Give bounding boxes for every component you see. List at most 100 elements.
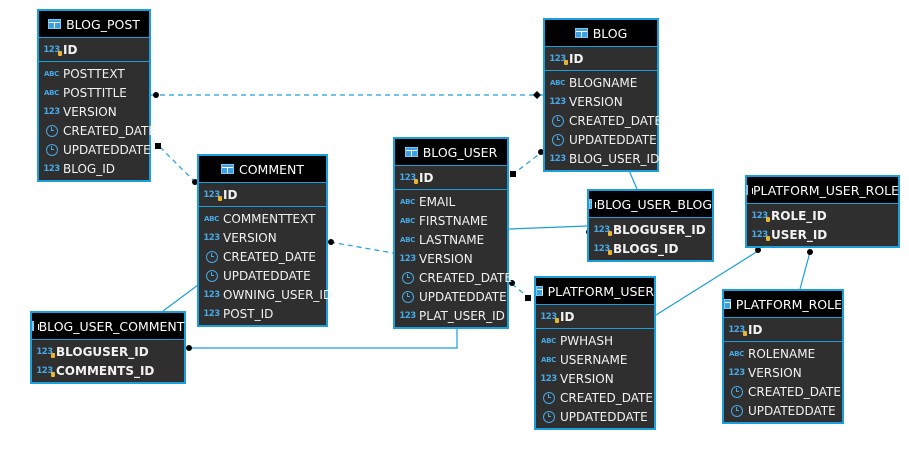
relationship-line[interactable] bbox=[329, 241, 403, 257]
column-name: UPDATEDDATE bbox=[419, 289, 507, 304]
table-column[interactable]: UPDATEDDATE bbox=[536, 407, 654, 426]
numeric-type-icon: 123 bbox=[43, 106, 60, 117]
numeric-type-icon: 123 bbox=[203, 232, 220, 243]
table-column[interactable]: UPDATEDDATE bbox=[39, 140, 151, 159]
column-name: UPDATEDDATE bbox=[560, 409, 648, 424]
table-column[interactable]: UPDATEDDATE bbox=[395, 287, 507, 306]
relationship-line[interactable] bbox=[511, 151, 543, 176]
column-name: USERNAME bbox=[560, 352, 628, 367]
relationship-line[interactable] bbox=[188, 321, 458, 349]
table-column[interactable]: CREATED_DATE bbox=[536, 388, 654, 407]
clock-icon bbox=[549, 133, 566, 146]
relationship-line[interactable] bbox=[508, 225, 588, 230]
column-name: BLOG_ID bbox=[63, 161, 116, 176]
numeric-type-icon: 123 bbox=[203, 308, 220, 319]
table-title: BLOG_USER_COMMENT bbox=[38, 318, 185, 334]
table-column[interactable]: CREATED_DATE bbox=[724, 382, 842, 401]
numeric-type-icon: 123 bbox=[549, 153, 566, 164]
primary-key-icon: 123 bbox=[751, 229, 770, 241]
table-header[interactable]: PLATFORM_ROLE bbox=[724, 291, 842, 318]
table-column[interactable]: UPDATEDDATE bbox=[545, 130, 657, 149]
table-column[interactable]: CREATED_DATE bbox=[545, 111, 662, 130]
table-column[interactable]: CREATED_DATE bbox=[395, 268, 512, 287]
table-column[interactable]: CREATED_DATE bbox=[199, 247, 326, 266]
numeric-type-icon: 123 bbox=[43, 163, 60, 174]
table-column[interactable]: UPDATEDDATE bbox=[724, 401, 842, 420]
table-header[interactable]: BLOG_POST bbox=[39, 11, 149, 38]
primary-key-icon: 123 bbox=[751, 210, 770, 222]
primary-key-icon: 123 bbox=[593, 243, 612, 255]
numeric-type-icon: 123 bbox=[549, 96, 566, 107]
table-header[interactable]: BLOG bbox=[545, 20, 657, 47]
table-column[interactable]: UPDATEDDATE bbox=[199, 266, 326, 285]
table-header[interactable]: BLOG_USER bbox=[395, 139, 507, 166]
table-header[interactable]: BLOG_USER_BLOG bbox=[589, 191, 712, 218]
column-name: ID bbox=[560, 309, 575, 324]
relationship-line[interactable] bbox=[511, 283, 529, 298]
relationship-line[interactable] bbox=[159, 146, 196, 183]
table-icon bbox=[48, 19, 62, 29]
table-icon bbox=[589, 199, 596, 209]
relationship-line[interactable] bbox=[162, 284, 199, 312]
table-column[interactable]: CREATED_DATE bbox=[39, 121, 156, 140]
relationship-line[interactable] bbox=[655, 250, 759, 316]
table-header[interactable]: PLATFORM_USER bbox=[536, 278, 654, 305]
table-header[interactable]: PLATFORM_USER_ROLE bbox=[745, 177, 899, 204]
table-header[interactable]: BLOG_USER_COMMENT bbox=[31, 313, 185, 340]
cardinality-square bbox=[510, 171, 516, 177]
table-header[interactable]: COMMENT bbox=[199, 156, 326, 183]
column-name: FIRSTNAME bbox=[419, 213, 488, 228]
column-name: CREATED_DATE bbox=[560, 390, 653, 405]
relationship-line[interactable] bbox=[799, 251, 811, 290]
cardinality-dot bbox=[186, 345, 192, 351]
numeric-type-icon: 123 bbox=[399, 310, 416, 321]
column-name: VERSION bbox=[748, 365, 802, 380]
